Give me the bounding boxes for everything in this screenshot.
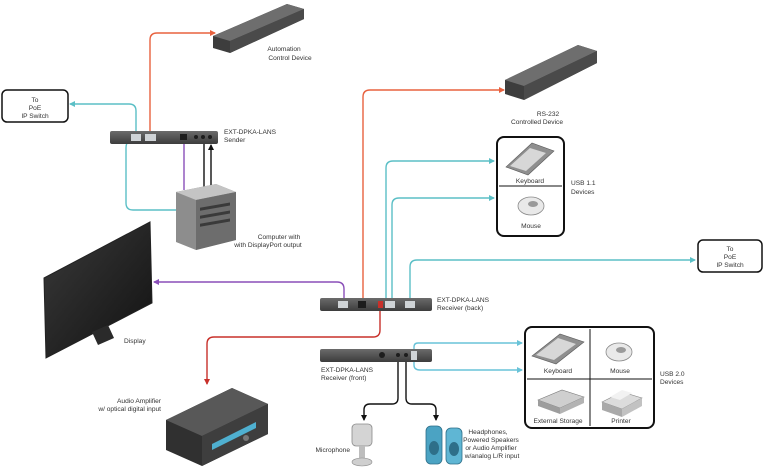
av-receiver-icon	[166, 388, 268, 466]
usb11-label: Devices	[571, 189, 595, 196]
amplifier-label: w/ optical digital input	[97, 406, 161, 413]
usb20-label: Devices	[660, 379, 684, 386]
sender-poe-cable	[69, 101, 137, 133]
poe-left-label: IP Switch	[21, 113, 49, 120]
extender-receiver-front-icon	[320, 349, 432, 362]
receiver-back-label: Receiver (back)	[437, 305, 483, 312]
keyboard-icon	[531, 333, 585, 365]
poe-left-label: To	[32, 97, 39, 104]
hard-drive-icon	[537, 389, 585, 414]
poe-right-label: IP Switch	[716, 262, 744, 269]
microphone-cable	[361, 360, 399, 421]
automation-label: Control Device	[268, 55, 312, 62]
extender-sender-icon	[110, 131, 218, 144]
usb11-mouse-cable	[391, 195, 495, 300]
optical-audio-cable	[204, 310, 381, 385]
receiver-poe-cable	[409, 257, 696, 300]
printer-icon	[601, 390, 643, 417]
microphone-icon	[351, 423, 373, 467]
headphones-label: Powered Speakers	[463, 437, 519, 444]
usb20-cable-2	[413, 358, 523, 373]
rs232-label: RS-232	[537, 111, 560, 118]
headphones-label: w/analog L/R input	[464, 453, 520, 460]
keyboard-icon	[505, 142, 555, 176]
display-label: Display	[124, 338, 146, 345]
automation-label: Automation	[267, 46, 301, 53]
usb11-mouse-label: Mouse	[521, 223, 541, 230]
microphone-label: Microphone	[316, 447, 351, 454]
rs232-serial-cable	[362, 87, 505, 300]
mouse-icon	[517, 196, 545, 216]
tower-computer-icon	[176, 184, 236, 250]
usb20-label: USB 2.0	[660, 371, 685, 378]
sender-computer-ethernet-cable	[125, 139, 176, 211]
rs232-label: Controlled Device	[511, 119, 563, 126]
usb20-keyboard-label: Keyboard	[544, 368, 573, 375]
usb20-storage-label: External Storage	[533, 418, 582, 425]
poe-right-label: PoE	[724, 254, 737, 261]
poe-switch-box-right	[697, 239, 763, 273]
usb20-mouse-label: Mouse	[610, 368, 630, 375]
monitor-icon	[43, 221, 153, 359]
control-device-icon	[213, 4, 304, 53]
usb11-label: USB 1.1	[571, 180, 596, 187]
automation-serial-cable	[149, 30, 216, 133]
mouse-icon	[605, 342, 633, 362]
headphones-cable	[405, 360, 439, 421]
speakers-icon	[425, 425, 463, 465]
computer-label: with DisplayPort output	[233, 242, 302, 249]
receiver-front-label: Receiver (front)	[321, 375, 366, 382]
poe-switch-box-left	[1, 89, 69, 123]
headphones-label: or Audio Amplifier	[465, 445, 517, 452]
sender-label: EXT-DPKA-LANS	[224, 129, 277, 136]
receiver-front-label: EXT-DPKA-LANS	[321, 367, 374, 374]
poe-right-label: To	[727, 246, 734, 253]
display-displayport-cable	[153, 279, 345, 300]
usb11-keyboard-label: Keyboard	[516, 178, 545, 185]
extender-receiver-back-icon	[320, 298, 432, 311]
computer-label: Computer with	[258, 234, 301, 241]
sender-label: Sender	[224, 137, 246, 144]
serial-device-icon	[505, 45, 597, 100]
poe-left-label: PoE	[29, 105, 42, 112]
amplifier-label: Audio Amplifier	[117, 398, 162, 405]
usb20-cable-1	[413, 340, 523, 352]
receiver-back-label: EXT-DPKA-LANS	[437, 297, 490, 304]
usb11-keyboard-cable	[385, 158, 495, 300]
usb20-printer-label: Printer	[611, 418, 631, 425]
headphones-label: Headphones,	[468, 429, 507, 436]
